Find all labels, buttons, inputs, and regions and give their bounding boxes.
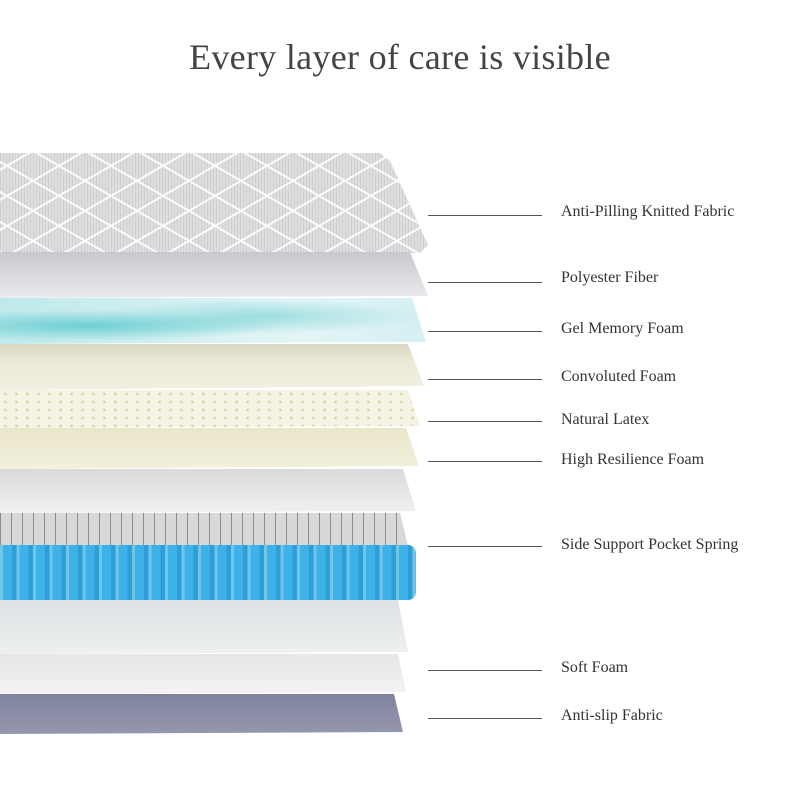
label-anti-slip-fabric: Anti-slip Fabric — [561, 707, 663, 724]
label-natural-latex: Natural Latex — [561, 411, 650, 428]
leader-line — [428, 379, 542, 380]
high-resilience-foam-layer — [0, 428, 419, 469]
spring-top-layer — [0, 513, 408, 547]
label-gel-memory-foam: Gel Memory Foam — [561, 320, 684, 337]
label-side-support-pocket-spring: Side Support Pocket Spring — [561, 536, 739, 553]
gel-memory-foam-layer — [0, 298, 426, 344]
leader-line — [428, 282, 542, 283]
leader-line — [428, 331, 542, 332]
natural-latex-layer — [0, 390, 420, 428]
leader-line — [428, 461, 542, 462]
leader-line — [428, 421, 542, 422]
leader-line — [428, 670, 542, 671]
polyester-fiber-layer — [0, 252, 428, 298]
label-anti-pilling-knitted-fabric: Anti-Pilling Knitted Fabric — [561, 203, 735, 220]
leader-line — [428, 215, 542, 216]
label-polyester-fiber: Polyester Fiber — [561, 269, 659, 286]
page-title: Every layer of care is visible — [189, 37, 611, 77]
leader-line — [428, 546, 542, 547]
soft-foam-layer — [0, 654, 406, 694]
convoluted-foam-layer — [0, 344, 424, 390]
leader-line — [428, 718, 542, 719]
label-soft-foam: Soft Foam — [561, 659, 629, 676]
pocket-spring-layer — [0, 545, 416, 600]
anti-slip-fabric-layer — [0, 694, 403, 734]
white-foam-layer — [0, 600, 408, 654]
label-high-resilience-foam: High Resilience Foam — [561, 451, 705, 468]
gray-foam-layer — [0, 469, 416, 513]
knitted-fabric-layer — [0, 153, 428, 253]
label-convoluted-foam: Convoluted Foam — [561, 368, 677, 385]
